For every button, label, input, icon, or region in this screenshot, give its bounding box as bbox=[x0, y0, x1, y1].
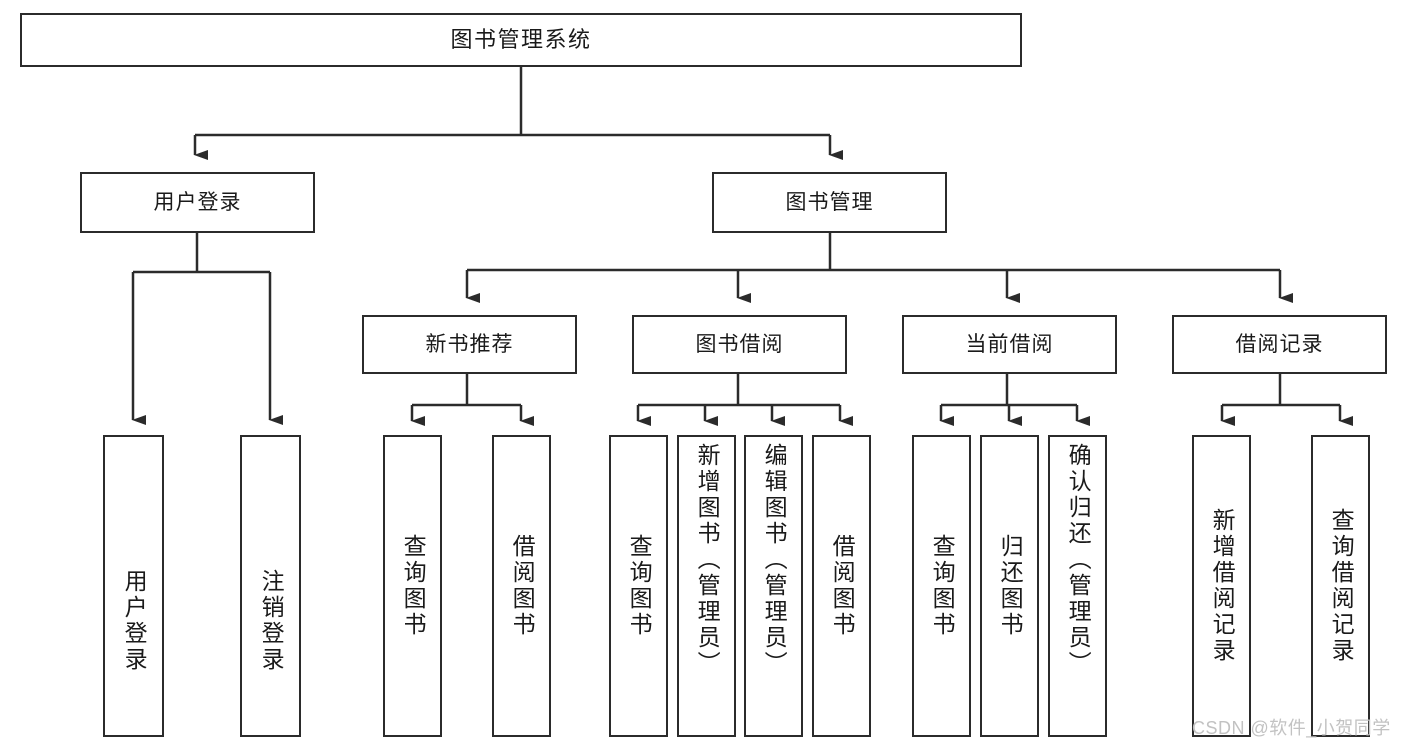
node-leaf-edit-book[interactable]: 编辑图书（管理员） bbox=[744, 435, 803, 737]
node-leaf-add-record[interactable]: 新增借阅记录 bbox=[1192, 435, 1251, 737]
node-borrow-record-label: 借阅记录 bbox=[1235, 333, 1324, 356]
node-leaf-return-book-label: 归还图书 bbox=[997, 534, 1024, 638]
node-book-borrow[interactable]: 图书借阅 bbox=[632, 315, 847, 374]
node-leaf-confirm-return[interactable]: 确认归还（管理员） bbox=[1048, 435, 1107, 737]
node-book-manage[interactable]: 图书管理 bbox=[712, 172, 947, 233]
node-leaf-confirm-return-label: 确认归还（管理员） bbox=[1065, 443, 1092, 677]
node-root-label: 图书管理系统 bbox=[450, 27, 592, 52]
node-leaf-query-book-1-label: 查询图书 bbox=[400, 534, 427, 638]
node-leaf-user-login-label: 用户登录 bbox=[121, 569, 148, 673]
node-leaf-query-book-1[interactable]: 查询图书 bbox=[383, 435, 442, 737]
node-leaf-logout-label: 注销登录 bbox=[258, 569, 285, 673]
node-leaf-edit-book-label: 编辑图书（管理员） bbox=[761, 443, 788, 677]
node-book-manage-label: 图书管理 bbox=[785, 191, 874, 214]
node-user-login[interactable]: 用户登录 bbox=[80, 172, 315, 233]
node-leaf-borrow-book-2-label: 借阅图书 bbox=[829, 534, 856, 638]
node-leaf-borrow-book-1[interactable]: 借阅图书 bbox=[492, 435, 551, 737]
node-leaf-return-book[interactable]: 归还图书 bbox=[980, 435, 1039, 737]
watermark: CSDN @软件_小贺同学 bbox=[1192, 718, 1391, 738]
node-leaf-add-book[interactable]: 新增图书（管理员） bbox=[677, 435, 736, 737]
node-leaf-query-record-label: 查询借阅记录 bbox=[1328, 508, 1355, 664]
node-leaf-user-login[interactable]: 用户登录 bbox=[103, 435, 164, 737]
node-book-borrow-label: 图书借阅 bbox=[695, 333, 784, 356]
node-leaf-query-record[interactable]: 查询借阅记录 bbox=[1311, 435, 1370, 737]
node-leaf-borrow-book-1-label: 借阅图书 bbox=[509, 534, 536, 638]
node-leaf-query-book-2-label: 查询图书 bbox=[626, 534, 653, 638]
node-current-borrow[interactable]: 当前借阅 bbox=[902, 315, 1117, 374]
node-leaf-add-record-label: 新增借阅记录 bbox=[1209, 508, 1236, 664]
node-current-borrow-label: 当前借阅 bbox=[965, 333, 1054, 356]
node-leaf-logout[interactable]: 注销登录 bbox=[240, 435, 301, 737]
node-borrow-record[interactable]: 借阅记录 bbox=[1172, 315, 1387, 374]
node-leaf-query-book-3-label: 查询图书 bbox=[929, 534, 956, 638]
node-new-book-rec-label: 新书推荐 bbox=[425, 333, 514, 356]
node-new-book-rec[interactable]: 新书推荐 bbox=[362, 315, 577, 374]
node-root[interactable]: 图书管理系统 bbox=[20, 13, 1022, 67]
node-leaf-query-book-2[interactable]: 查询图书 bbox=[609, 435, 668, 737]
node-user-login-label: 用户登录 bbox=[153, 191, 242, 214]
node-leaf-borrow-book-2[interactable]: 借阅图书 bbox=[812, 435, 871, 737]
node-leaf-add-book-label: 新增图书（管理员） bbox=[694, 443, 721, 677]
node-leaf-query-book-3[interactable]: 查询图书 bbox=[912, 435, 971, 737]
